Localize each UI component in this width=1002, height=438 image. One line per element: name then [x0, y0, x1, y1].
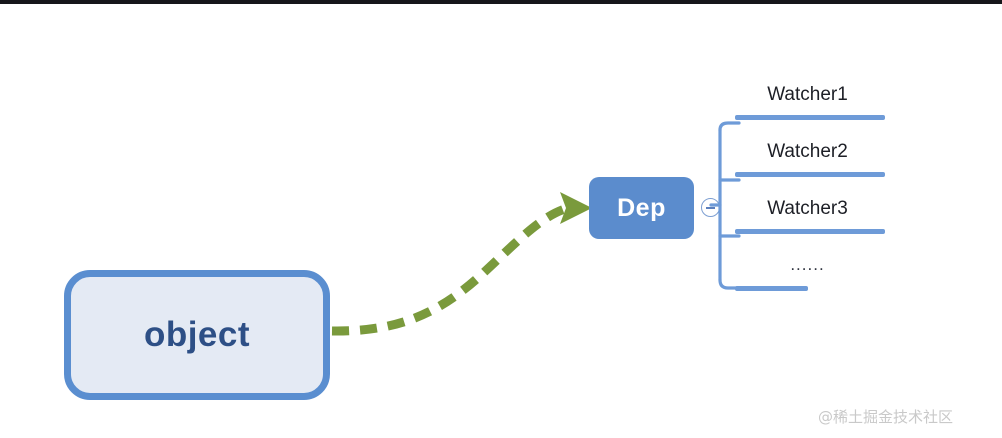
list-item[interactable]: Watcher2 — [730, 141, 890, 198]
node-object-label: object — [143, 315, 251, 354]
node-object[interactable]: object — [64, 270, 330, 400]
watcher-underline — [735, 229, 885, 234]
top-edge-strip — [0, 0, 1002, 4]
list-item[interactable]: Watcher1 — [730, 84, 890, 141]
watcher-underline — [735, 115, 885, 120]
watermark: @稀土掘金技术社区 — [818, 408, 954, 426]
watcher-label: Watcher2 — [767, 141, 848, 162]
watcher-label: Watcher1 — [767, 84, 848, 105]
watcher-label: ...... — [790, 255, 825, 274]
watcher-label: Watcher3 — [767, 198, 848, 219]
watcher-underline — [735, 286, 808, 291]
node-dep[interactable]: Dep — [589, 177, 694, 239]
minus-glyph — [705, 206, 715, 209]
list-item[interactable]: ...... — [730, 255, 890, 312]
node-dep-label: Dep — [617, 193, 666, 222]
list-item[interactable]: Watcher3 — [730, 198, 890, 255]
watcher-underline — [735, 172, 885, 177]
circle-minus-icon[interactable] — [701, 198, 720, 217]
watcher-list: Watcher1 Watcher2 Watcher3 ...... — [730, 84, 890, 312]
